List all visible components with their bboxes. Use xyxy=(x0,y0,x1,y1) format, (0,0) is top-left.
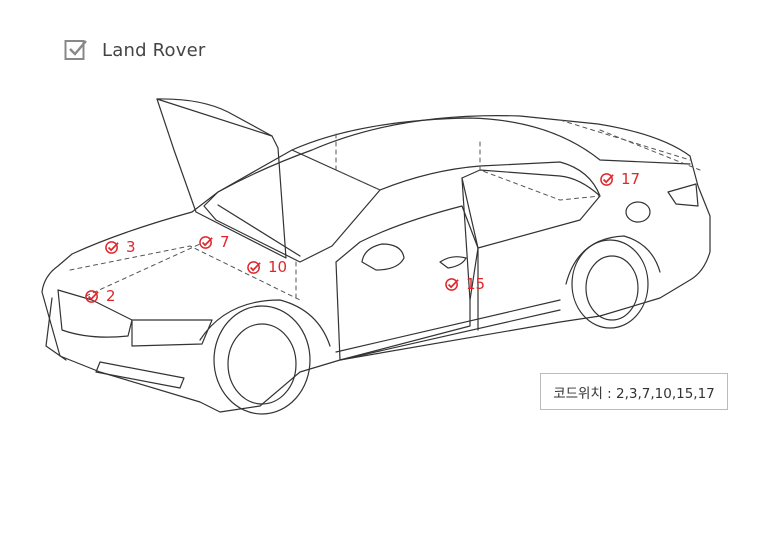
marker-label: 7 xyxy=(220,233,230,251)
rear-wheel xyxy=(571,239,649,329)
car-body-outline xyxy=(41,115,711,413)
check-circle-icon xyxy=(199,235,213,249)
page-header: Land Rover xyxy=(64,38,205,62)
check-circle-icon xyxy=(600,172,614,186)
page-title: Land Rover xyxy=(102,39,206,61)
marker-label: 2 xyxy=(106,287,116,305)
marker-10: 10 xyxy=(247,258,287,276)
marker-label: 15 xyxy=(466,275,486,293)
marker-7: 7 xyxy=(199,233,230,251)
front-door xyxy=(335,205,479,361)
check-circle-icon xyxy=(247,260,261,274)
windshield xyxy=(203,149,381,263)
marker-15: 15 xyxy=(445,275,485,293)
marker-3: 3 xyxy=(105,238,136,256)
check-circle-icon xyxy=(445,277,459,291)
marker-17: 17 xyxy=(600,170,640,188)
check-circle-icon xyxy=(105,240,119,254)
check-circle-icon xyxy=(85,289,99,303)
marker-label: 17 xyxy=(621,170,641,188)
code-location-text: 코드위치 : 2,3,7,10,15,17 xyxy=(553,385,715,402)
rear-door xyxy=(461,169,601,249)
front-wheel xyxy=(213,305,311,415)
side-mirror xyxy=(361,243,405,271)
checkbox-checked-icon xyxy=(64,40,87,60)
code-location-box: 코드위치 : 2,3,7,10,15,17 xyxy=(540,373,728,410)
marker-2: 2 xyxy=(85,287,116,305)
dashed-guides xyxy=(69,119,701,301)
marker-label: 3 xyxy=(126,238,136,256)
front-grille xyxy=(57,289,133,338)
marker-label: 10 xyxy=(268,258,288,276)
